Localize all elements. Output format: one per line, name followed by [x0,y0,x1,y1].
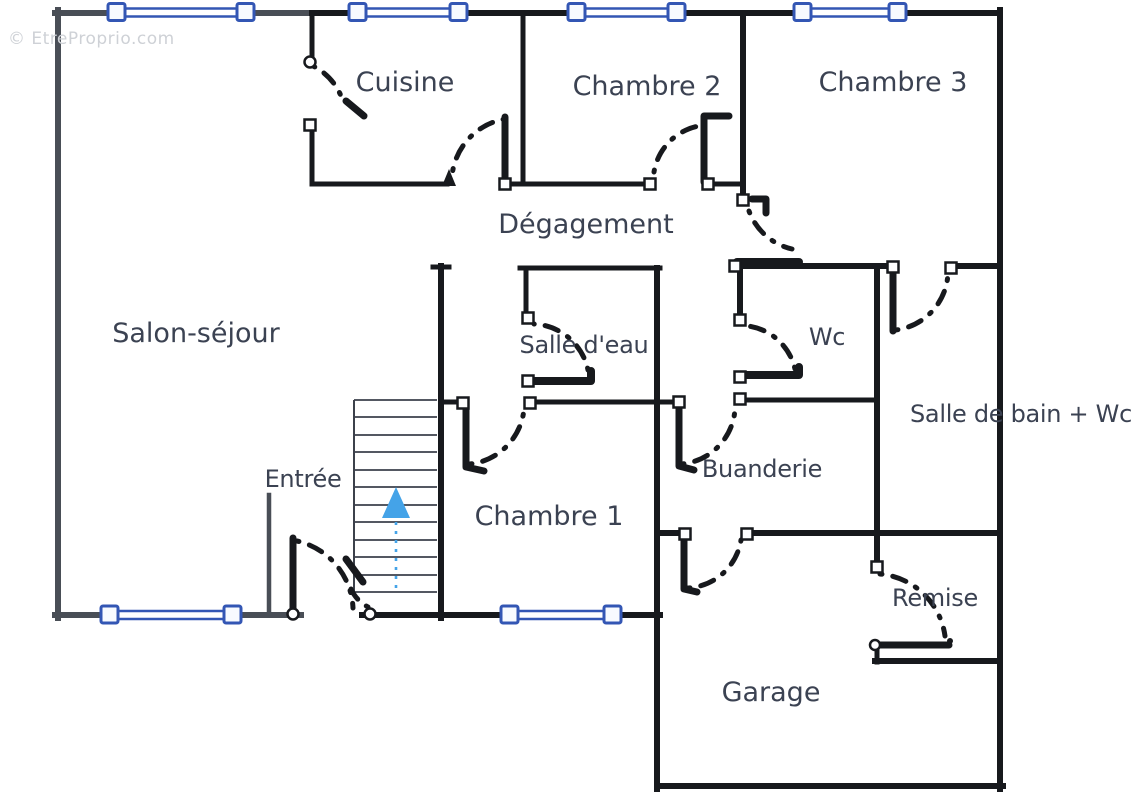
room-label-wc: Wc [809,323,845,351]
room-label-salon: Salon-séjour [112,318,280,349]
room-label-remise: Remise [892,584,978,612]
cuisine-upper-door-leaf [342,97,368,120]
room-label-chambre1: Chambre 1 [475,501,624,532]
window-chambre2-top [566,2,687,22]
chambre3-door-leaf [748,195,770,217]
window-salon-top [106,2,256,22]
door-leaves [289,97,953,649]
room-label-degagement: Dégagement [498,209,673,240]
watermark: © EtreProprio.com [8,29,175,49]
cuisine-door-stop [442,169,456,186]
stairs-up-arrow-icon [382,487,410,588]
room-label-salle-bain: Salle de bain + Wc [910,400,1132,428]
staircase [342,399,437,593]
window-chambre1-bottom [499,604,623,625]
room-label-salle-eau: Salle d'eau [520,331,649,359]
door-arcs [294,63,951,639]
room-label-chambre2: Chambre 2 [573,71,722,102]
chambre1-door-leaf [462,401,488,475]
interior-walls [309,10,1003,792]
room-label-buanderie: Buanderie [702,455,822,483]
door-hinges [286,55,958,652]
garage-door-leaf [680,532,701,596]
chambre2-door-leaf [700,112,733,186]
salle-eau-door-leaf [527,367,595,385]
window-salon-bottom [99,604,243,625]
remise-door-stop [947,638,953,644]
room-label-chambre3: Chambre 3 [819,67,968,98]
buanderie-door-leaf [675,401,698,474]
window-cuisine-top [347,2,469,22]
window-chambre3-top [792,2,908,22]
room-label-entree: Entrée [265,465,342,493]
wc-door-leaf [739,363,803,379]
windows [99,2,908,625]
room-label-cuisine: Cuisine [356,67,455,98]
room-label-garage: Garage [722,677,821,708]
